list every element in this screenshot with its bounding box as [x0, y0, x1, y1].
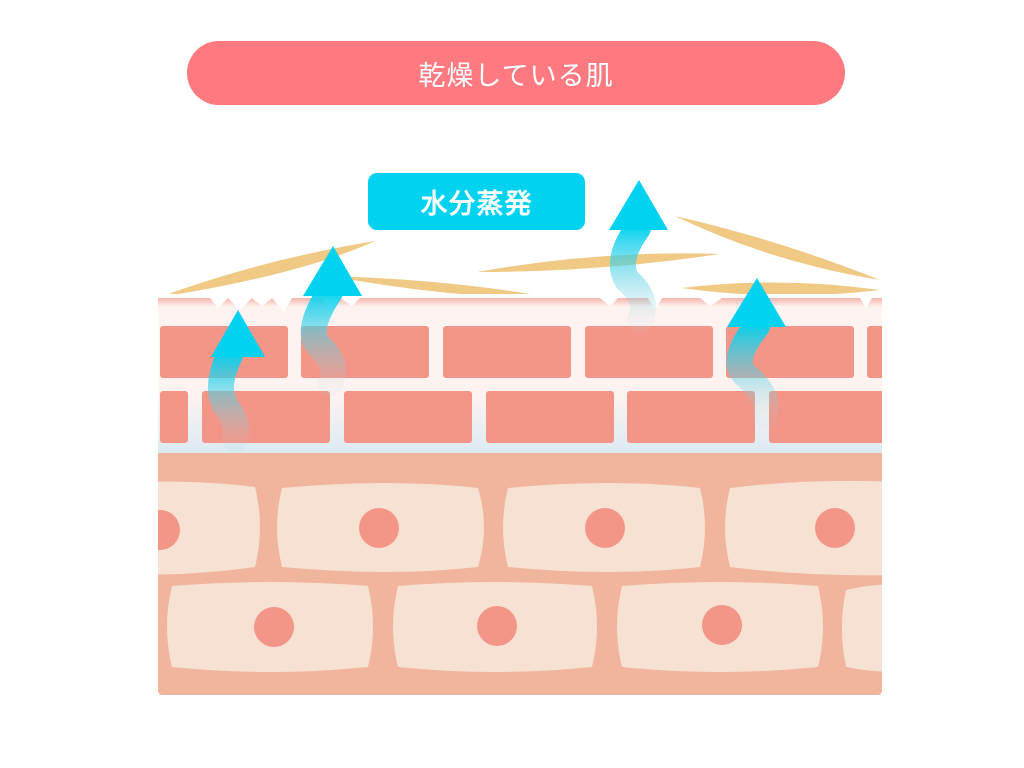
brick-row-2 — [160, 391, 882, 443]
evaporation-arrows — [208, 180, 786, 453]
brick-row-1 — [160, 326, 882, 378]
nuclei — [158, 508, 855, 647]
dry-flakes — [160, 216, 880, 300]
evaporation-label: 水分蒸発 — [368, 173, 585, 230]
title-text: 乾燥している肌 — [418, 60, 614, 92]
label-text: 水分蒸発 — [420, 189, 533, 220]
title-banner: 乾燥している肌 — [187, 41, 845, 105]
